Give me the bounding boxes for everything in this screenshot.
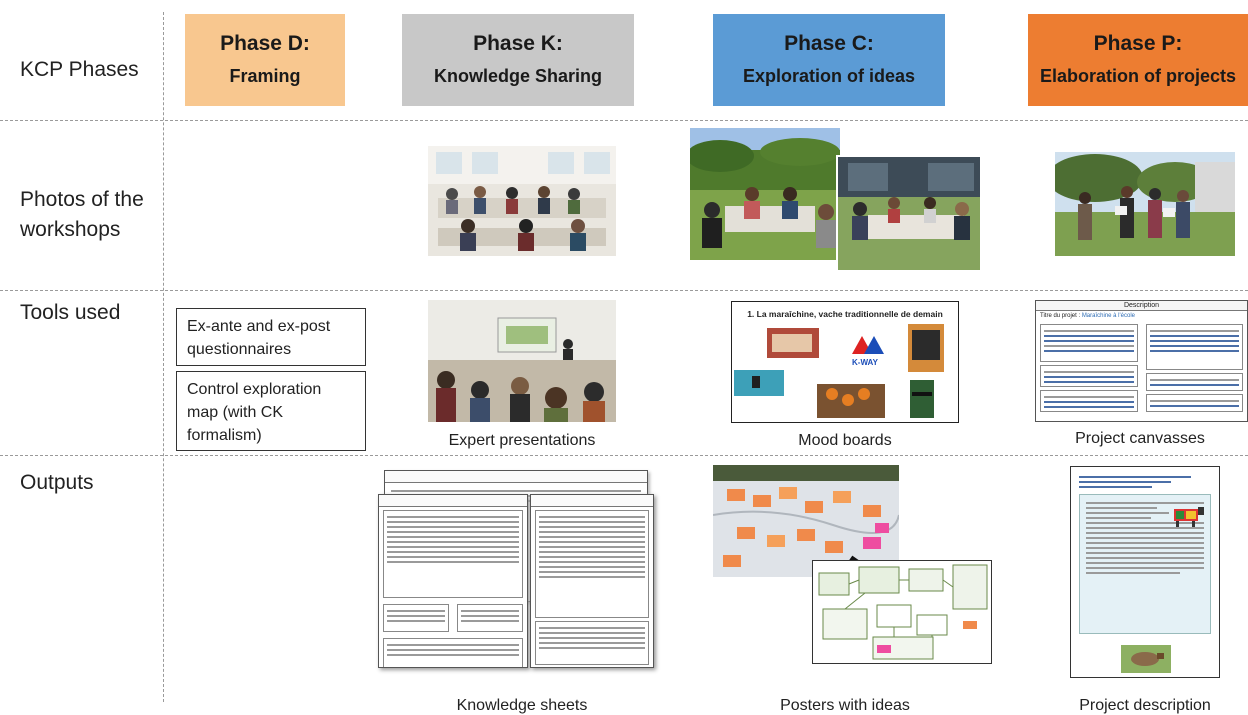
mood-boards-caption: Mood boards [798, 432, 892, 449]
phase-k-box: Phase K: Knowledge Sharing [402, 14, 634, 106]
canvas-project-label: Titre du projet : [1040, 313, 1081, 319]
control-map-label: Control exploration map (with CK formali… [187, 381, 322, 444]
row-label-photos: Photos of the workshops [20, 188, 144, 241]
phase-d-box: Phase D: Framing [185, 14, 345, 106]
phase-d-subtitle: Framing [229, 66, 301, 86]
knowledge-sheet-right [530, 494, 654, 668]
cow-icon [1174, 507, 1204, 527]
project-description-doc [1070, 466, 1220, 678]
photo-workshop-c-2 [836, 155, 982, 272]
phase-c-subtitle: Exploration of ideas [742, 66, 916, 86]
photo-workshop-k [428, 146, 616, 256]
row-label-outputs: Outputs [20, 471, 94, 494]
photo-expert-presentation [428, 300, 616, 422]
photo-workshop-p [1055, 152, 1235, 256]
project-canvas: Description Titre du projet : Maraîchine… [1035, 300, 1248, 422]
phase-k-subtitle: Knowledge Sharing [433, 66, 602, 86]
phase-p-box: Phase P: Elaboration of projects [1028, 14, 1248, 106]
phase-c-box: Phase C: Exploration of ideas [713, 14, 945, 106]
cow-photo [1121, 645, 1171, 673]
project-description-caption: Project description [1079, 697, 1211, 714]
kway-logo-text: K-WAY [852, 358, 878, 367]
phase-d-title: Phase D: [220, 32, 310, 55]
questionnaires-box: Ex-ante and ex-post questionnaires [176, 308, 366, 366]
row-label-tools: Tools used [20, 301, 121, 324]
poster-diagram [812, 560, 992, 664]
project-canvasses-caption: Project canvasses [1075, 430, 1205, 447]
row-label-kcp-phases: KCP Phases [20, 58, 139, 81]
knowledge-sheet-left [378, 494, 528, 668]
phase-c-title: Phase C: [784, 32, 874, 55]
row-separator-1 [0, 120, 1248, 121]
questionnaires-label: Ex-ante and ex-post questionnaires [187, 318, 331, 358]
row-separator-3 [0, 455, 1248, 456]
mood-board-title: 1. La maraîchine, vache traditionnelle d… [747, 309, 943, 319]
photo-workshop-c-1 [690, 128, 840, 260]
control-map-box: Control exploration map (with CK formali… [176, 371, 366, 451]
row-separator-2 [0, 290, 1248, 291]
poster-photo [713, 465, 899, 577]
posters-caption: Posters with ideas [780, 697, 910, 714]
phase-k-title: Phase K: [473, 32, 563, 55]
mood-board: 1. La maraîchine, vache traditionnelle d… [731, 301, 959, 423]
phase-p-title: Phase P: [1093, 32, 1183, 55]
expert-presentations-caption: Expert presentations [448, 432, 596, 449]
knowledge-sheets-caption: Knowledge sheets [456, 697, 588, 714]
column-separator [163, 12, 164, 702]
canvas-heading: Description [1036, 301, 1247, 311]
phase-p-subtitle: Elaboration of projects [1039, 66, 1237, 86]
canvas-project-name: Maraîchine à l'école [1081, 313, 1135, 319]
